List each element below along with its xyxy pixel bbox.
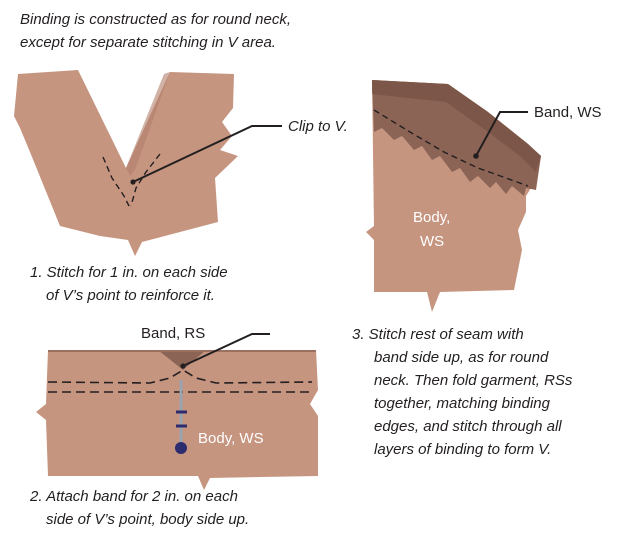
step3-caption-line-5: edges, and stitch through all <box>374 418 562 435</box>
step2-caption-line-2: side of V’s point, body side up. <box>46 511 249 528</box>
step3-body-label-1: Body, <box>413 209 450 226</box>
v-garment-shadow <box>126 72 170 176</box>
band-ws-label: Band, WS <box>534 104 602 121</box>
band-rs-dot <box>180 363 186 369</box>
clip-callout-label: Clip to V. <box>288 118 348 135</box>
step3-caption-line-3: neck. Then fold garment, RSs <box>374 372 573 389</box>
step2-body-fabric <box>36 350 318 490</box>
step1-caption-line-2: of V’s point to reinforce it. <box>46 287 215 304</box>
step3-band-fold <box>372 80 541 172</box>
intro-line-1: Binding is constructed as for round neck… <box>20 11 291 28</box>
pin-head-icon <box>175 442 187 454</box>
step1-caption-line-1: 1. Stitch for 1 in. on each side <box>30 264 228 281</box>
step2-caption-line-1: 2. Attach band for 2 in. on each <box>29 488 238 505</box>
step3-caption-line-1: 3. Stitch rest of seam with <box>352 326 524 343</box>
clip-point-dot <box>130 179 136 185</box>
step3-caption-line-4: together, matching binding <box>374 395 551 412</box>
v-stitch-left <box>102 156 130 207</box>
step3-caption-line-6: layers of binding to form V. <box>374 441 551 458</box>
band-ws-leader <box>475 111 528 157</box>
step3-caption-line-2: band side up, as for round <box>374 349 549 366</box>
v-stitch-right <box>130 153 161 207</box>
step3-garment <box>366 80 541 312</box>
band-ws-dot <box>473 153 479 159</box>
step2-band-assembly <box>36 333 318 490</box>
step2-stitch-upper <box>47 369 313 384</box>
band-rs-leader <box>182 333 270 367</box>
step2-body-label: Body, WS <box>198 430 264 447</box>
step3-stitch-line <box>373 109 529 187</box>
v-garment-fabric <box>14 70 238 256</box>
band-rs-label: Band, RS <box>141 325 205 342</box>
clip-callout-leader <box>132 125 282 183</box>
step2-band-v <box>158 350 206 370</box>
step1-v-garment <box>14 70 282 256</box>
step3-band <box>372 80 541 196</box>
intro-line-2: except for separate stitching in V area. <box>20 34 276 51</box>
step3-body-label-2: WS <box>420 233 444 250</box>
